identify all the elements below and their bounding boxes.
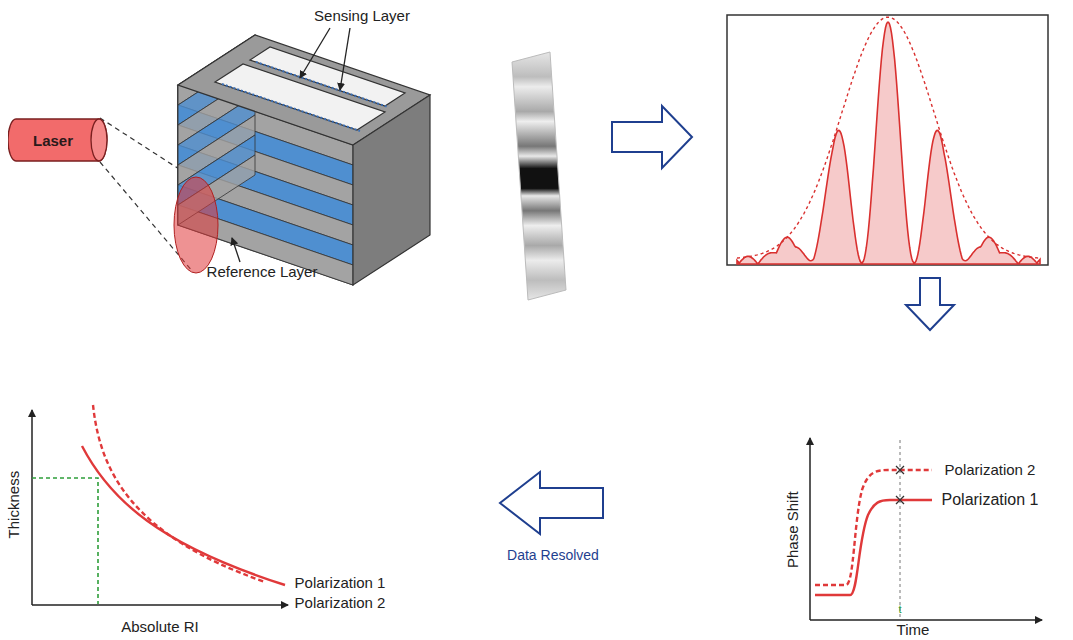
curve-label: Polarization 1 (295, 574, 386, 591)
arrow-label: Data Resolved (507, 547, 599, 563)
laser-body: Laser (8, 118, 108, 162)
axis-label: Phase Shift (783, 492, 800, 569)
curve-label: Polarization 1 (942, 491, 1039, 509)
axis-tick: t (898, 603, 901, 616)
curve-label: Polarization 2 (295, 594, 386, 611)
laser-label: Laser (33, 132, 73, 149)
axis-label: Absolute RI (121, 618, 199, 635)
curve-label: Polarization 2 (945, 461, 1036, 478)
axis-label: Thickness (5, 471, 22, 539)
part-label: Reference Layer (207, 263, 318, 280)
part-label: Sensing Layer (314, 7, 410, 24)
axis-label: Time (897, 621, 930, 638)
